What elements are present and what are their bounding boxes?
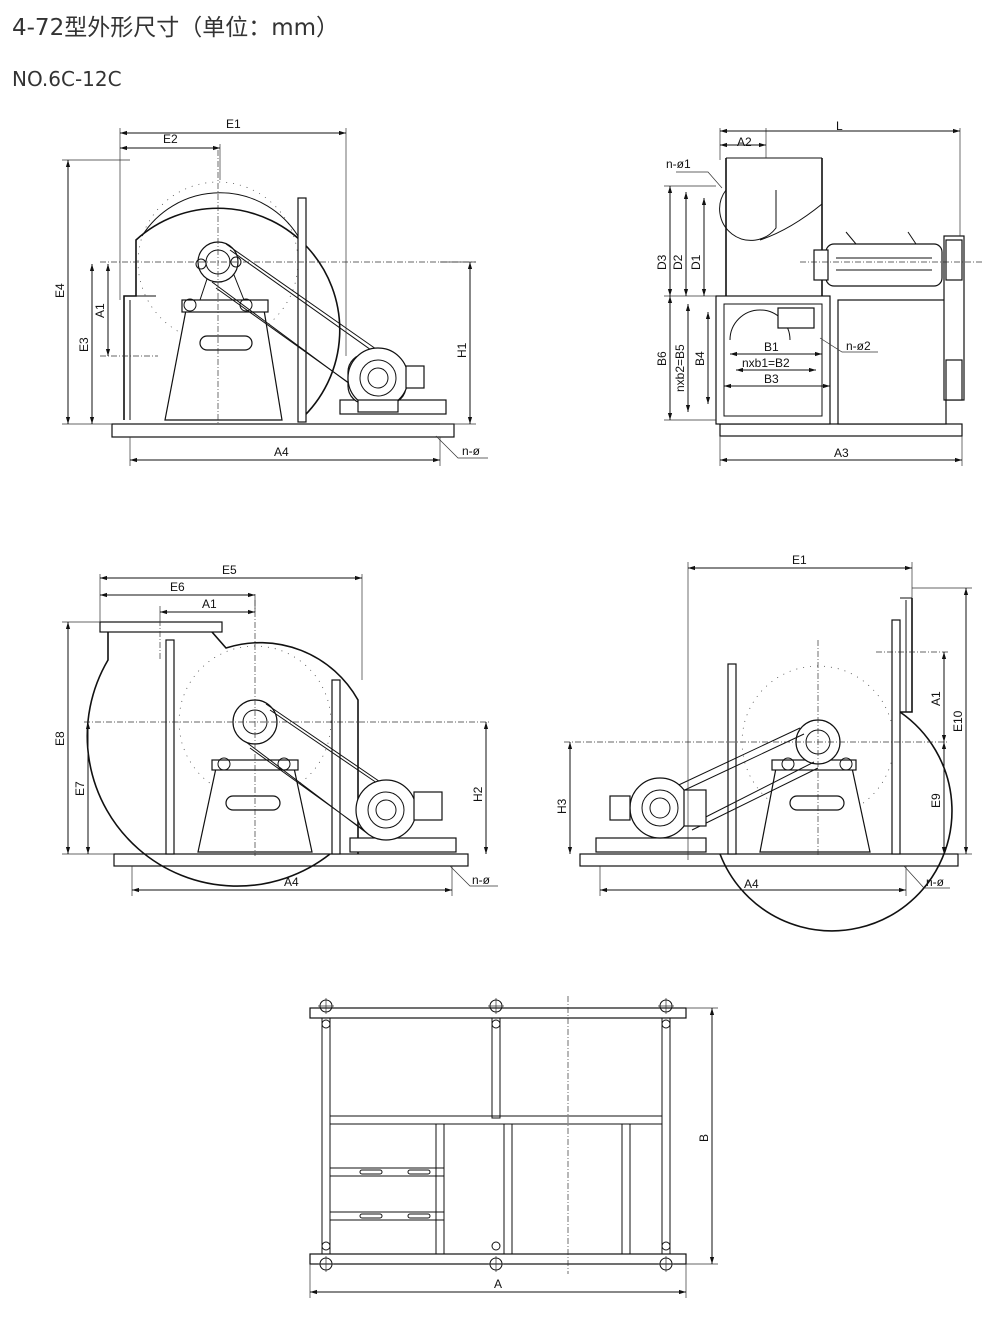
page-title: 4-72型外形尺寸（单位：mm）	[12, 15, 340, 41]
dim-n-phi1-label: n-ø1	[666, 157, 691, 171]
dim-A4-label: A4	[274, 445, 289, 459]
dim-H1-label: H1	[455, 342, 469, 358]
dim-E7-label: E7	[73, 781, 87, 796]
dim-E3-label: E3	[77, 337, 91, 352]
model-range: NO.6C-12C	[12, 67, 122, 91]
dim-A1-top-label: A1	[202, 597, 217, 611]
dim-D3-label: D3	[655, 254, 669, 270]
dim-E2-label: E2	[163, 132, 178, 146]
view-side: A2 L n-ø1 D3 D2 D1 B6 nxb2=B5 B4 B1 nxb1…	[655, 119, 982, 466]
dim-A1-side-label: A1	[929, 691, 943, 706]
view-top-outlet: E5 E6 A1 E8 E7 H2 A4 n-ø	[53, 563, 498, 896]
dim-nxb2-label: nxb2=B5	[673, 344, 687, 392]
dim-H3-label: H3	[555, 798, 569, 814]
dim-n-phi-top-label: n-ø	[472, 873, 491, 887]
dim-n-phi-label: n-ø	[462, 444, 481, 458]
dim-E10-label: E10	[951, 710, 965, 732]
dim-D1-label: D1	[689, 254, 703, 270]
dim-B6-label: B6	[655, 351, 669, 366]
dim-E9-label: E9	[929, 793, 943, 808]
dim-E4-label: E4	[53, 283, 67, 298]
dim-B-label: B	[697, 1134, 711, 1142]
dim-E8-label: E8	[53, 731, 67, 746]
dim-A1-label: A1	[93, 303, 107, 318]
dim-B1-label: B1	[764, 340, 779, 354]
dim-E1-label: E1	[226, 117, 241, 131]
view-front-right-rotation: E1 E2 E4 E3 A1 H1 A4 n-ø	[53, 117, 488, 466]
dim-n-phi2-label: n-ø2	[846, 339, 871, 353]
dim-B4-label: B4	[693, 351, 707, 366]
dim-nxb1-label: nxb1=B2	[742, 356, 790, 370]
view-front-left-rotation: E1 E10 A1 E9 H3 A4 n-ø	[555, 553, 972, 932]
dim-n-phi-side-label: n-ø	[926, 875, 945, 889]
dim-D2-label: D2	[671, 254, 685, 270]
dim-B3-label: B3	[764, 372, 779, 386]
dim-H2-label: H2	[471, 786, 485, 802]
dim-A4-side-label: A4	[744, 877, 759, 891]
dim-E6-label: E6	[170, 580, 185, 594]
dim-A-label: A	[494, 1277, 502, 1291]
dim-E1-side-label: E1	[792, 553, 807, 567]
dim-E5-label: E5	[222, 563, 237, 577]
dim-A2-label: A2	[737, 135, 752, 149]
dim-A4-top-label: A4	[284, 875, 299, 889]
dim-L-label: L	[836, 119, 843, 133]
dim-A3-label: A3	[834, 446, 849, 460]
view-base-frame-plan: B A	[309, 996, 718, 1298]
